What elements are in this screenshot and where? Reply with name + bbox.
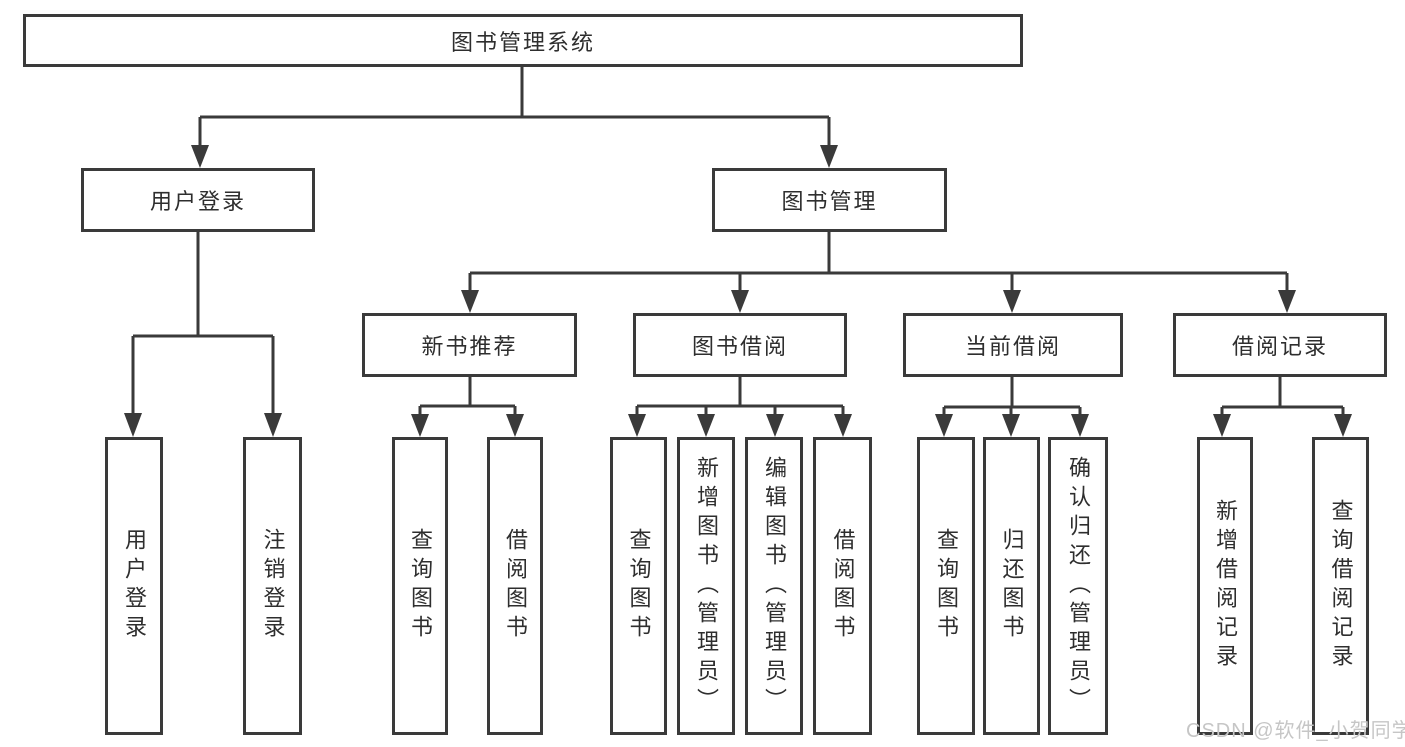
leaf-label: 查询图书: [626, 528, 652, 644]
node-label: 图书管理: [781, 189, 878, 214]
leaf-query-books-borrow: 查询图书: [610, 437, 667, 735]
leaf-query-books-recommend: 查询图书: [392, 437, 448, 735]
node-book-borrow: 图书借阅: [633, 313, 847, 377]
leaf-label: 新增图书（管理员）: [694, 455, 719, 717]
connector-borrow-records-to-leaves: [1213, 377, 1352, 437]
leaf-label: 借阅图书: [830, 528, 856, 644]
leaf-logout: 注销登录: [243, 437, 302, 735]
connector-user-login-to-leaves: [124, 232, 282, 437]
connector-root-to-level1: [191, 66, 838, 168]
leaf-query-books-current: 查询图书: [917, 437, 975, 735]
node-library-management-system: 图书管理系统: [23, 14, 1023, 67]
leaf-add-book-admin: 新增图书（管理员）: [677, 437, 735, 735]
leaf-label: 确认归还（管理员）: [1066, 455, 1091, 717]
leaf-label: 编辑图书（管理员）: [762, 455, 787, 717]
connector-book-borrow-to-leaves: [628, 377, 852, 437]
leaf-return-book: 归还图书: [983, 437, 1040, 735]
node-label: 当前借阅: [964, 334, 1061, 359]
leaf-query-borrow-record: 查询借阅记录: [1312, 437, 1369, 735]
connector-new-book-to-leaves: [411, 377, 524, 437]
leaf-borrow-books-recommend: 借阅图书: [487, 437, 543, 735]
connector-current-borrow-to-leaves: [935, 377, 1089, 437]
node-user-login: 用户登录: [81, 168, 315, 232]
node-label: 图书管理系统: [450, 29, 595, 55]
node-label: 图书借阅: [691, 334, 788, 359]
connector-book-management-to-level2: [461, 232, 1296, 313]
leaf-borrow-books: 借阅图书: [813, 437, 872, 735]
node-book-management: 图书管理: [712, 168, 947, 232]
leaf-add-borrow-record: 新增借阅记录: [1197, 437, 1253, 735]
leaf-label: 查询图书: [408, 528, 433, 644]
csdn-watermark: CSDN @软件_小贺同学: [1186, 720, 1405, 742]
node-current-borrow: 当前借阅: [903, 313, 1123, 377]
leaf-label: 归还图书: [999, 528, 1025, 644]
node-borrow-records: 借阅记录: [1173, 313, 1387, 377]
node-label: 新书推荐: [421, 334, 518, 359]
node-label: 用户登录: [149, 189, 246, 214]
node-label: 借阅记录: [1231, 334, 1328, 359]
leaf-label: 查询借阅记录: [1328, 499, 1354, 673]
leaf-label: 用户登录: [122, 528, 147, 644]
leaf-label: 查询图书: [934, 528, 959, 644]
leaf-label: 新增借阅记录: [1213, 499, 1238, 673]
leaf-label: 注销登录: [260, 528, 286, 644]
leaf-confirm-return-admin: 确认归还（管理员）: [1048, 437, 1108, 735]
leaf-user-login: 用户登录: [105, 437, 163, 735]
leaf-label: 借阅图书: [503, 528, 528, 644]
node-new-book-recommend: 新书推荐: [362, 313, 577, 377]
leaf-edit-book-admin: 编辑图书（管理员）: [745, 437, 803, 735]
